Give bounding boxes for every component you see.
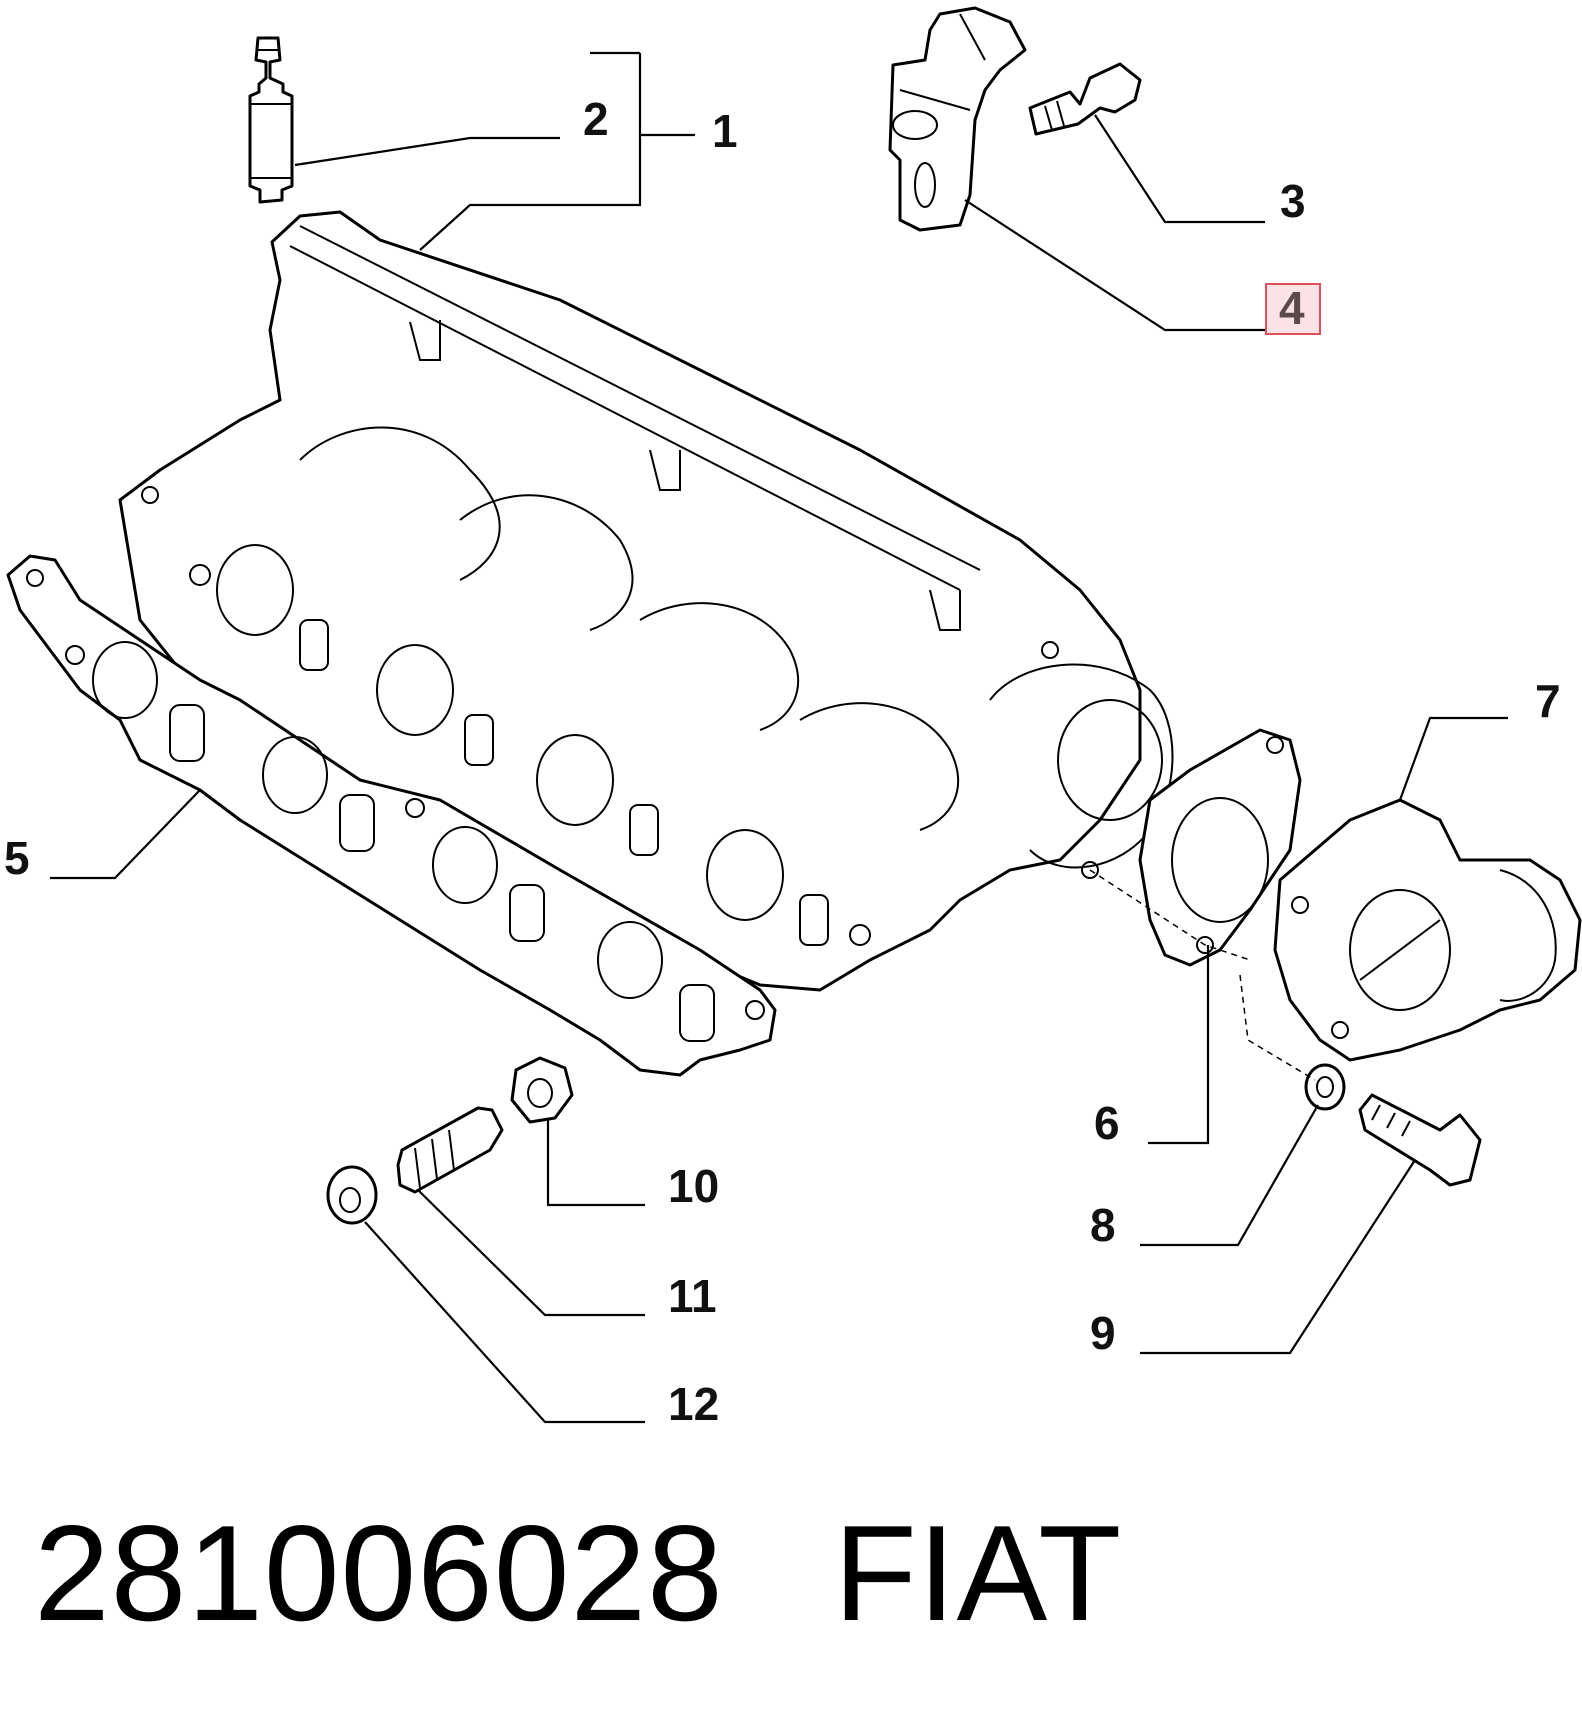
leader-line-1 xyxy=(419,53,642,251)
part-8-washer[interactable] xyxy=(1304,1063,1346,1111)
callout-label-5[interactable]: 5 xyxy=(4,832,30,884)
leader-line-7 xyxy=(1398,716,1508,801)
callout-label-10[interactable]: 10 xyxy=(668,1160,719,1212)
leader-line-5 xyxy=(50,789,201,880)
part-9-screw[interactable] xyxy=(1358,1093,1482,1187)
part-12-washer[interactable] xyxy=(326,1165,378,1225)
brand-name: FIAT xyxy=(833,1497,1123,1649)
part-4-sensor[interactable] xyxy=(888,6,1027,232)
leader-line-9 xyxy=(1140,1159,1416,1355)
part-10-nut[interactable] xyxy=(510,1056,574,1124)
callout-label-1[interactable]: 1 xyxy=(712,105,738,157)
callout-label-3[interactable]: 3 xyxy=(1280,175,1306,227)
callout-label-7[interactable]: 7 xyxy=(1535,675,1561,727)
part-7-throttle-body[interactable] xyxy=(1273,798,1582,1062)
leader-line-3 xyxy=(1094,114,1265,224)
leader-line-4 xyxy=(964,199,1265,332)
callout-label-12[interactable]: 12 xyxy=(668,1378,719,1430)
leader-line-6 xyxy=(1148,945,1210,1145)
part-number: 281006028 xyxy=(34,1497,724,1649)
callout-label-8[interactable]: 8 xyxy=(1090,1199,1116,1251)
part-5-gasket[interactable] xyxy=(6,554,777,1077)
part-3-screw[interactable] xyxy=(1028,62,1142,136)
callout-label-6[interactable]: 6 xyxy=(1094,1097,1120,1149)
part-6-gasket[interactable] xyxy=(1138,728,1302,967)
callout-label-4[interactable]: 4 xyxy=(1279,282,1305,334)
footer-caption: 281006028 FIAT xyxy=(34,1495,1122,1649)
callout-label-9[interactable]: 9 xyxy=(1090,1307,1116,1359)
leader-line-11 xyxy=(417,1189,645,1317)
part-11-stud[interactable] xyxy=(396,1106,504,1194)
leader-line-8 xyxy=(1140,1104,1319,1247)
part-2-stud[interactable] xyxy=(248,36,294,204)
leader-line-2 xyxy=(294,136,560,167)
part-1-intake-manifold[interactable] xyxy=(118,210,1174,992)
callout-label-2[interactable]: 2 xyxy=(583,93,609,145)
callout-4-highlight-box xyxy=(1265,283,1321,335)
leader-line-1 xyxy=(590,51,695,137)
leader-line-12 xyxy=(364,1221,645,1424)
leader-line-10 xyxy=(546,1120,645,1207)
callout-label-11[interactable]: 11 xyxy=(668,1270,717,1322)
assembly-line xyxy=(1089,869,1251,961)
